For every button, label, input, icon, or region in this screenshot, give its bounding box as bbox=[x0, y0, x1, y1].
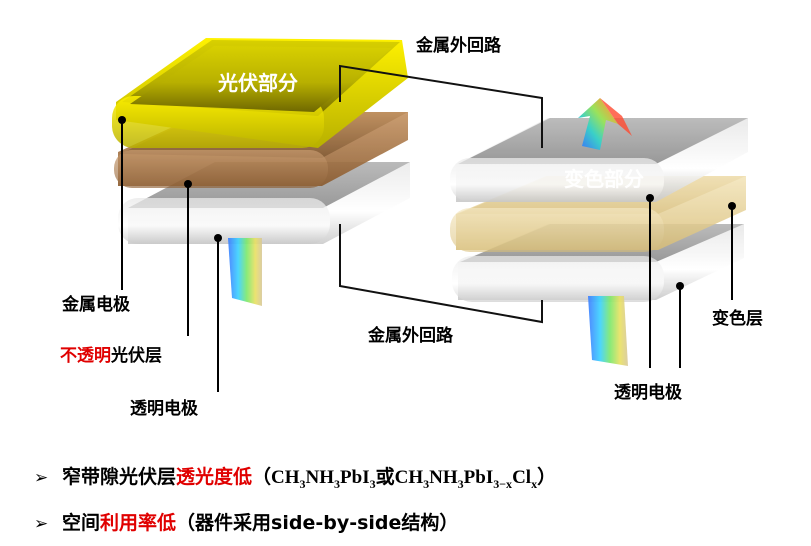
bullet-item-1: ➢ 窄带隙光伏层透光度低（CH3NH3PbI3或CH3NH3PbI3−xClx） bbox=[34, 462, 556, 492]
incoming-light-arrow bbox=[578, 98, 632, 150]
bullet-1-highlight: 透光度低 bbox=[176, 466, 253, 488]
pv-transmitted-light-beam bbox=[228, 238, 262, 306]
bullet-2-tail: （器件采用side-by-side结构） bbox=[176, 512, 459, 534]
bullet-arrow-icon: ➢ bbox=[34, 468, 49, 488]
ec-transmitted-light-beam bbox=[588, 296, 628, 366]
bullet-2-highlight: 利用率低 bbox=[100, 512, 177, 534]
leader-ec-layer bbox=[728, 202, 736, 300]
pv-layer-word: 光伏层 bbox=[111, 346, 162, 366]
external-circuit-bottom-wire bbox=[339, 224, 543, 324]
transparent-electrode-left-label: 透明电极 bbox=[130, 399, 198, 419]
pv-metal-electrode-layer bbox=[112, 38, 408, 148]
metal-electrode-label: 金属电极 bbox=[62, 295, 130, 315]
bullet-1-text: 窄带隙光伏层 bbox=[62, 466, 177, 488]
opaque-pv-layer-label: 不透明光伏层 bbox=[60, 348, 162, 365]
bullet-item-2: ➢ 空间利用率低（器件采用side-by-side结构） bbox=[34, 508, 458, 535]
circuit-bottom-label: 金属外回路 bbox=[368, 326, 453, 346]
ec-layer-label: 变色层 bbox=[712, 309, 763, 329]
leader-transparent-electrode-right bbox=[646, 194, 684, 368]
circuit-top-label: 金属外回路 bbox=[416, 36, 501, 56]
ec-top-electrode-layer bbox=[450, 118, 748, 202]
bullet-arrow-icon: ➢ bbox=[34, 514, 49, 534]
leader-opaque-pv-layer bbox=[184, 180, 192, 336]
pv-block-label: 光伏部分 bbox=[217, 71, 298, 95]
external-circuit-top-wire bbox=[339, 64, 543, 148]
bullet-2-text: 空间 bbox=[62, 512, 101, 534]
leader-metal-electrode bbox=[118, 116, 126, 290]
ec-block-label: 变色部分 bbox=[564, 167, 644, 191]
perovskite-formula: （CH3NH3PbI3或CH3NH3PbI3−xClx） bbox=[252, 466, 557, 491]
transparent-electrode-right-label: 透明电极 bbox=[614, 383, 682, 403]
leader-transparent-electrode-left bbox=[214, 234, 222, 392]
opaque-word: 不透明 bbox=[60, 346, 111, 366]
